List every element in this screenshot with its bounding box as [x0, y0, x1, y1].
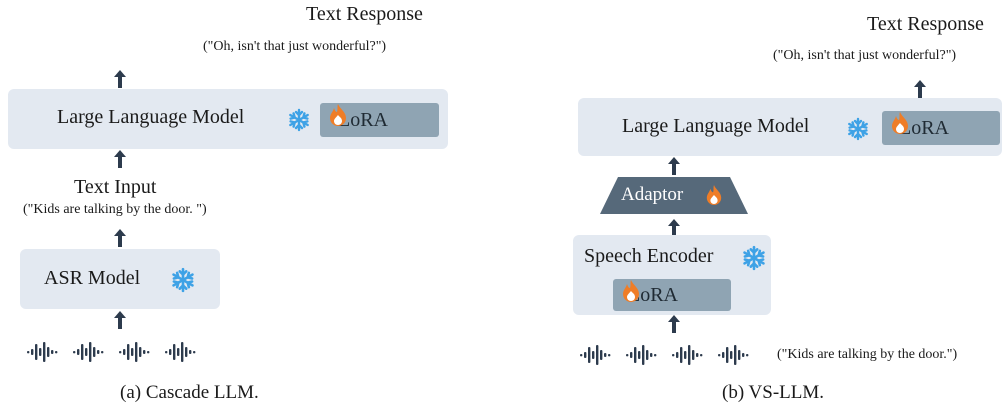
- waveform-icon: [165, 342, 196, 362]
- arrow-adaptor-to-llm: [668, 157, 680, 175]
- llm-box: Large Language Model LoRA: [578, 98, 1002, 156]
- arrow-asr-to-text: [114, 229, 126, 247]
- lora-block: LoRA: [882, 111, 1000, 145]
- speech-encoder-label: Speech Encoder: [584, 245, 714, 267]
- encoder-lora-label: LoRA: [628, 283, 678, 306]
- arrow-text-to-llm: [114, 150, 126, 168]
- snowflake-icon: [743, 245, 765, 271]
- text-response-title: Text Response: [306, 3, 423, 25]
- text-input-title: Text Input: [74, 176, 157, 198]
- speech-quote: ("Kids are talking by the door."): [777, 347, 958, 362]
- lora-block: LoRA: [613, 279, 731, 311]
- flame-icon: [623, 280, 639, 302]
- waveform-icon: [672, 345, 703, 365]
- adaptor-block: [600, 177, 748, 214]
- caption-b: (b) VS-LLM.: [722, 382, 825, 403]
- caption-a: (a) Cascade LLM.: [120, 382, 259, 403]
- lora-block: LoRA: [320, 103, 439, 137]
- arrow-llm-to-response: [114, 70, 126, 88]
- adaptor-label: Adaptor: [621, 184, 684, 205]
- waveform-icon: [626, 345, 657, 365]
- llm-label: Large Language Model: [622, 115, 810, 137]
- lora-label: LoRA: [899, 116, 949, 139]
- flame-icon: [330, 104, 346, 126]
- waveform-icon: [73, 342, 104, 362]
- llm-box: Large Language Model LoRA: [8, 89, 448, 149]
- waveform-icon: [718, 345, 749, 365]
- arrow-audio-to-asr: [114, 311, 126, 329]
- waveform-icon: [27, 342, 58, 362]
- text-response-quote: ("Oh, isn't that just wonderful?"): [773, 48, 957, 63]
- speech-encoder-box: Speech Encoder LoRA: [573, 235, 771, 315]
- lora-label: LoRA: [338, 108, 388, 131]
- snowflake-icon: [848, 117, 868, 141]
- asr-model-box: ASR Model: [20, 249, 220, 309]
- text-response-quote: ("Oh, isn't that just wonderful?"): [203, 39, 387, 54]
- flame-icon: [706, 185, 722, 205]
- snowflake-icon: [289, 108, 309, 132]
- waveform-icon: [119, 342, 150, 362]
- flame-icon: [892, 112, 908, 134]
- arrow-llm-to-response: [914, 80, 926, 98]
- text-response-title: Text Response: [867, 13, 984, 35]
- text-input-quote: ("Kids are talking by the door. "): [23, 202, 207, 217]
- waveform-icon: [580, 345, 611, 365]
- asr-model-label: ASR Model: [44, 267, 141, 289]
- snowflake-icon: [172, 267, 194, 293]
- llm-label: Large Language Model: [57, 106, 245, 128]
- arrow-audio-to-encoder: [668, 315, 680, 333]
